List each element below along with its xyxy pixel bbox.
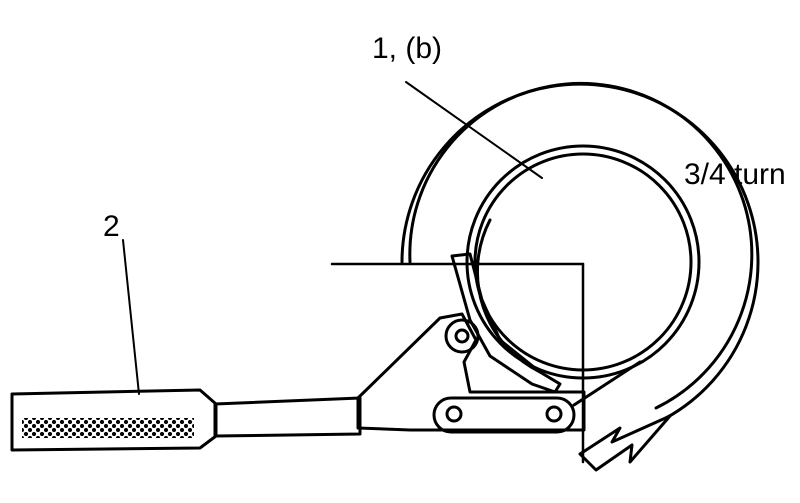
wrench-callout-label: 2	[103, 210, 120, 243]
wrench-bracket	[356, 252, 642, 434]
filter-callout-label: 1, (b)	[372, 32, 442, 65]
rotation-label: 3/4 turn	[684, 158, 786, 191]
leader-lines	[122, 81, 543, 395]
wrench-handle	[10, 388, 362, 452]
rotation-arrow	[400, 81, 760, 472]
